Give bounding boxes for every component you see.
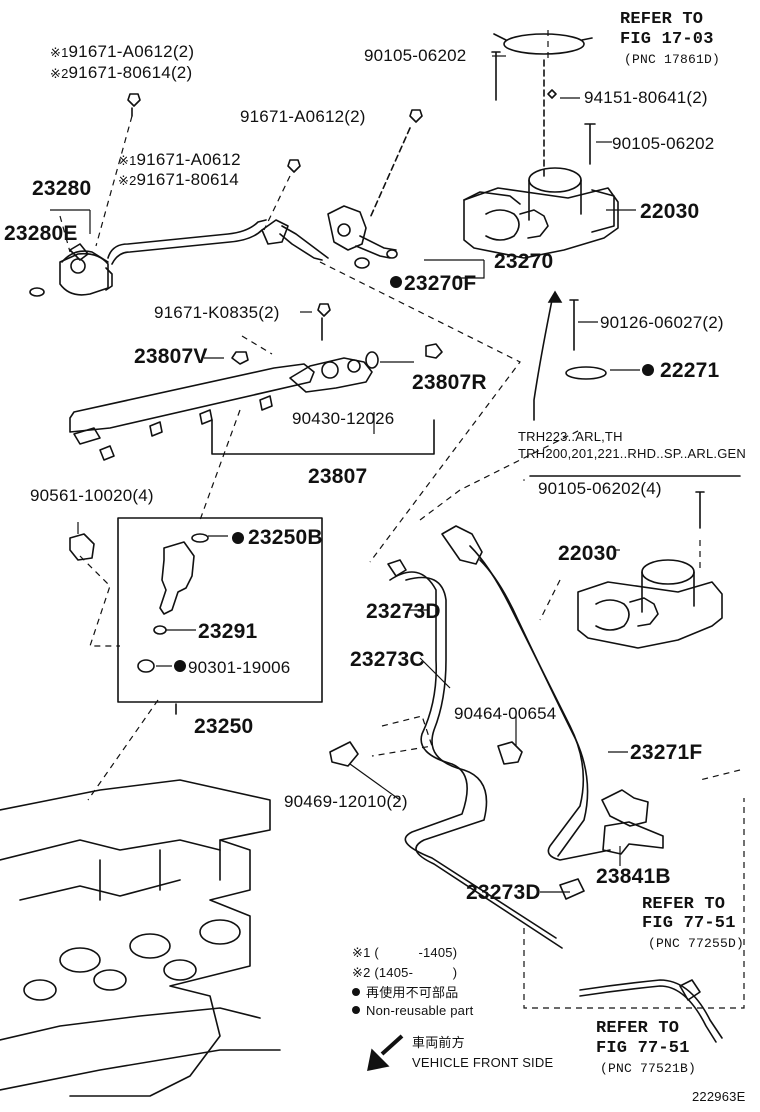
label-94151-80641: 94151-80641(2)	[584, 88, 708, 107]
refer-to-mid-pnc: (PNC 77255D)	[648, 936, 745, 951]
label-23273D-b: 23273D	[466, 881, 541, 904]
label-23270F: 23270F	[404, 272, 477, 295]
engine-block-drawing	[0, 779, 281, 1097]
label-90464-00654: 90464-00654	[454, 704, 557, 723]
label-23291: 23291	[198, 620, 258, 643]
label-90469-12010: 90469-12010(2)	[284, 792, 408, 811]
label-90301-19006: 90301-19006	[188, 658, 291, 677]
fuel-hose-drawing	[329, 525, 723, 1043]
fuel-injector-drawing	[69, 517, 323, 715]
label-23280E: 23280E	[4, 222, 78, 245]
label-mark2-91671-80614: ※291671-80614(2)	[50, 63, 193, 82]
refer-to-bottom-pnc: (PNC 77521B)	[600, 1061, 697, 1076]
label-23280: 23280	[32, 177, 92, 200]
label-23273C: 23273C	[350, 648, 425, 671]
bullet-icon	[352, 988, 360, 996]
label-23807V: 23807V	[134, 345, 208, 368]
label-mark1-91671-A0612: ※191671-A0612(2)	[50, 42, 195, 61]
label-23841B: 23841B	[596, 865, 671, 888]
label-22030-top: 22030	[640, 200, 700, 223]
legend-mark2-range: ※2 (1405- )	[352, 965, 458, 980]
fuel-pressure-regulator-drawing	[29, 93, 423, 297]
fuel-fitting-drawing	[327, 127, 411, 269]
label-90105-06202-a: 90105-06202	[364, 46, 467, 65]
legend-mark1-range: ※1 ( -1405)	[352, 945, 458, 960]
legend-nonreuse-jp: 再使用不可部品	[352, 986, 458, 999]
label-22271: 22271	[660, 359, 720, 382]
throttle-body-drawing-bottom	[523, 475, 741, 649]
refer-to-bottom-line2: FIG 77-51	[596, 1039, 690, 1058]
label-90561-10020: 90561-10020(4)	[30, 486, 154, 505]
refer-to-bottom-line1: REFER TO	[596, 1019, 680, 1038]
label-trh-line2: TRH200,201,221..RHD..SP..ARL.GEN	[518, 446, 746, 461]
dashed-guide-lines	[59, 30, 745, 1009]
label-91671-K0835: 91671-K0835(2)	[154, 303, 280, 322]
label-23250: 23250	[194, 715, 254, 738]
label-mark1-91671-A0612-single: ※191671-A0612	[118, 150, 241, 169]
label-mark2-91671-80614-single: ※291671-80614	[118, 170, 239, 189]
label-22030-bottom: 22030	[558, 542, 618, 565]
label-trh-line1: TRH223..ARL,TH	[518, 429, 623, 444]
label-90105-06202-c: 90105-06202(4)	[538, 479, 662, 498]
fuel-rail-drawing	[69, 303, 443, 461]
throttle-body-drawing-top	[463, 33, 619, 421]
label-23807R: 23807R	[412, 371, 487, 394]
label-91671-A0612-b: 91671-A0612(2)	[240, 107, 366, 126]
refer-to-mid-line2: FIG 77-51	[642, 914, 736, 933]
refer-to-top-line2: FIG 17-03	[620, 30, 714, 49]
label-23807: 23807	[308, 465, 368, 488]
refer-to-mid-line1: REFER TO	[642, 895, 726, 914]
label-23273D-a: 23273D	[366, 600, 441, 623]
arrows	[367, 290, 563, 1071]
label-90126-06027: 90126-06027(2)	[600, 313, 724, 332]
label-90430-12026: 90430-12026	[292, 409, 395, 428]
label-90105-06202-b: 90105-06202	[612, 134, 715, 153]
non-reusable-markers	[174, 276, 654, 672]
diagram-code: 222963E	[692, 1089, 746, 1104]
bullet-icon	[352, 1006, 360, 1014]
refer-to-top-pnc: (PNC 17861D)	[624, 52, 721, 67]
legend-front-en: VEHICLE FRONT SIDE	[412, 1055, 554, 1070]
refer-to-top-line1: REFER TO	[620, 10, 704, 29]
legend-nonreuse-en: Non-reusable part	[352, 1004, 473, 1017]
leader-lines	[50, 55, 640, 893]
label-23250B: 23250B	[248, 526, 323, 549]
label-23270: 23270	[494, 250, 554, 273]
legend-front-jp: 車両前方	[412, 1035, 465, 1050]
label-23271F: 23271F	[630, 741, 703, 764]
